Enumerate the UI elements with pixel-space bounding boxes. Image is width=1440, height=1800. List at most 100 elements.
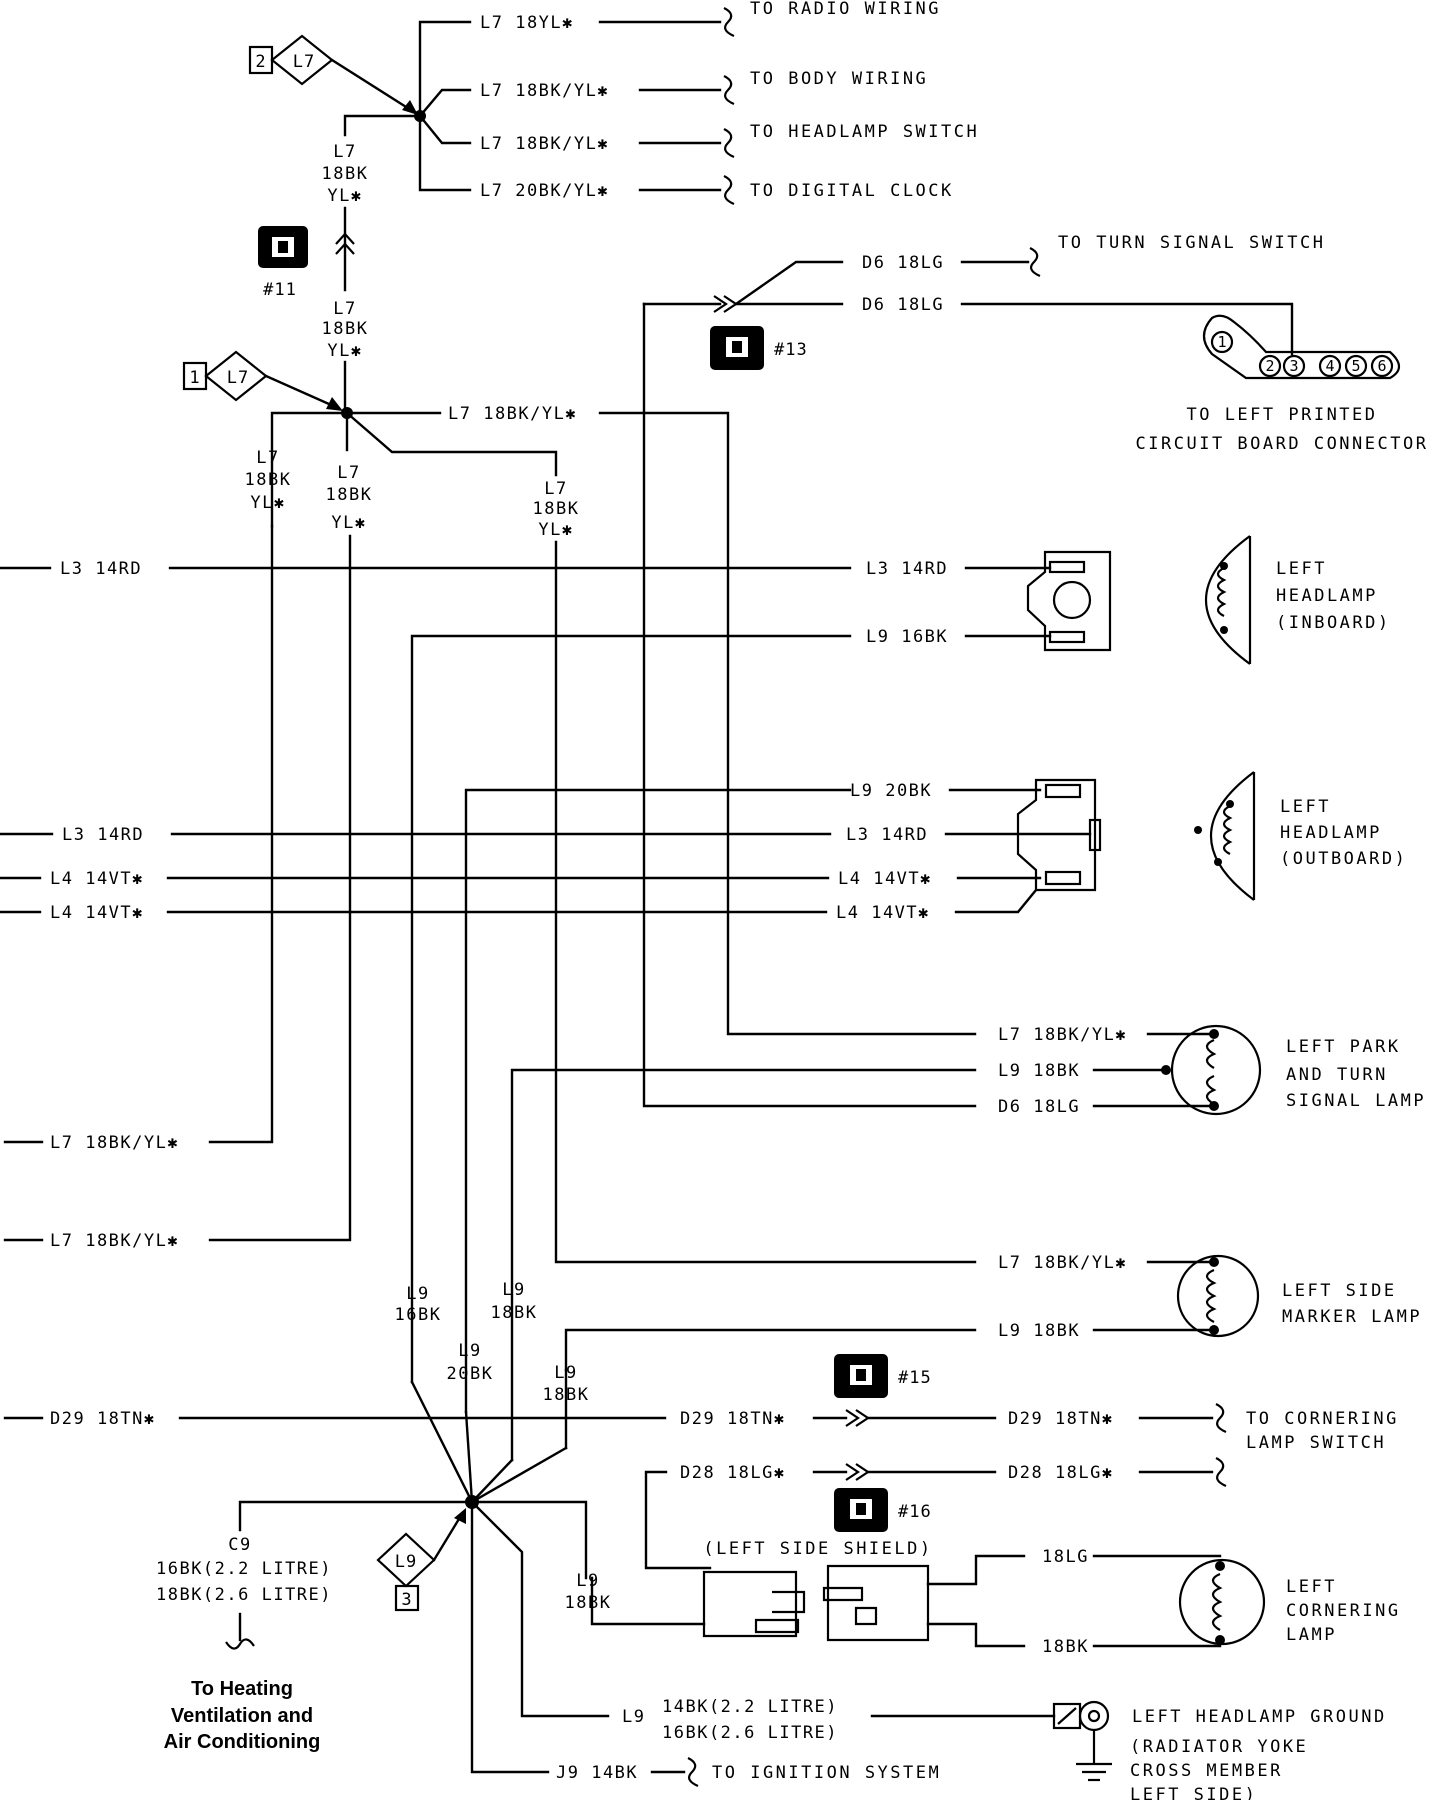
wire-hub-j9 xyxy=(470,1500,550,1774)
wire-d6-to-park xyxy=(642,302,977,1108)
connector-15-label: #15 xyxy=(898,1368,932,1388)
inboard-terminal-dot-1 xyxy=(1220,562,1228,570)
outboard-headlamp-connector xyxy=(1016,778,1102,892)
pcb-pin-1-label: 1 xyxy=(1217,333,1226,351)
outboard-connector-body xyxy=(1016,778,1097,892)
label-v-l9b2: 18BK xyxy=(491,1303,538,1323)
label-drop-a1: L7 xyxy=(256,448,279,468)
outboard-terminal-dot-1 xyxy=(1226,800,1234,808)
inboard-label-2: HEADLAMP xyxy=(1276,586,1378,606)
wire-d6-turn-branch xyxy=(734,260,844,306)
splice-2-arrowhead xyxy=(402,100,418,115)
left-headlamp-outboard: LEFT HEADLAMP (OUTBOARD) xyxy=(1194,771,1407,901)
label-left-l7b: L7 18BK/YL✱ xyxy=(50,1231,179,1251)
label-j9: J9 14BK xyxy=(556,1763,638,1783)
park-label-2: AND TURN xyxy=(1286,1065,1388,1085)
label-l3-left2: L3 14RD xyxy=(62,825,144,845)
left-park-turn-lamp: LEFT PARK AND TURN SIGNAL LAMP xyxy=(1161,1024,1426,1116)
pcb-pin-4-label: 4 xyxy=(1325,357,1334,375)
dest-hvac-3: Air Conditioning xyxy=(164,1731,321,1753)
label-park-l7: L7 18BK/YL✱ xyxy=(998,1025,1127,1045)
label-d29-right: D29 18TN✱ xyxy=(1008,1409,1114,1429)
break-d28-icon xyxy=(1215,1457,1227,1488)
label-drop-b1: L7 xyxy=(337,463,360,483)
label-l9-18bk-v1: L9 xyxy=(576,1571,599,1591)
pcb-connector-outline xyxy=(1202,314,1401,380)
cornering-terminal-2 xyxy=(1215,1635,1225,1645)
wire-l9-inboard xyxy=(410,634,852,1384)
inboard-terminal-2 xyxy=(1048,630,1086,644)
park-filament-2-icon xyxy=(1205,1074,1217,1105)
park-terminal-1 xyxy=(1209,1029,1219,1039)
splice-1-group: 1 L7 xyxy=(182,350,343,411)
connector-16-label: #16 xyxy=(898,1502,932,1522)
wire-d28-left xyxy=(644,1470,712,1570)
label-mid-v2: 18BK xyxy=(322,319,369,339)
wire-radio-branch xyxy=(418,20,472,118)
label-d6-turn: D6 18LG xyxy=(862,253,944,273)
label-l3-inboard: L3 14RD xyxy=(866,559,948,579)
break-ignition-icon xyxy=(687,1757,699,1788)
label-drop-a3: YL✱ xyxy=(250,493,285,513)
wire-drop-b-long xyxy=(208,534,352,1242)
ground-label-3: CROSS MEMBER xyxy=(1130,1761,1283,1781)
label-park-d6: D6 18LG xyxy=(998,1097,1080,1117)
label-l3-left1: L3 14RD xyxy=(60,559,142,579)
label-c9-1: C9 xyxy=(228,1535,251,1555)
label-headlamp-sw-wire: L7 18BK/YL✱ xyxy=(480,134,609,154)
label-ground-l9: L9 xyxy=(622,1707,645,1727)
park-label-1: LEFT PARK xyxy=(1286,1037,1401,1057)
pcb-pin-5 xyxy=(1344,354,1368,378)
inboard-terminal-dot-2 xyxy=(1220,626,1228,634)
label-corner-bk: 18BK xyxy=(1042,1637,1089,1657)
park-terminal-2 xyxy=(1161,1065,1171,1075)
wire-l9-to-shield xyxy=(590,1576,706,1626)
shield-right-body xyxy=(826,1564,930,1642)
label-drop-c3: YL✱ xyxy=(538,520,573,540)
label-c9-3: 18BK(2.6 LITRE) xyxy=(156,1585,332,1605)
dest-headlamp-switch: TO HEADLAMP SWITCH xyxy=(750,122,979,142)
label-l4-left2: L4 14VT✱ xyxy=(50,903,144,923)
pcb-pin-4 xyxy=(1318,354,1342,378)
left-headlamp-inboard: LEFT HEADLAMP (INBOARD) xyxy=(1204,535,1388,665)
label-l9-18bk-v2: 18BK xyxy=(565,1593,612,1613)
label-drop-b3: YL✱ xyxy=(331,513,366,533)
splice-3-group: L9 3 xyxy=(376,1508,466,1612)
wire-hub-l9d xyxy=(470,1446,568,1504)
wire-drop-c xyxy=(345,411,558,477)
splice-3-code: L9 xyxy=(395,1552,417,1572)
connector-16: #16 xyxy=(834,1488,932,1532)
shield-right-pin xyxy=(822,1586,864,1602)
dest-pcb-line1: TO LEFT PRINTED xyxy=(1186,405,1377,425)
pcb-pin-3 xyxy=(1282,354,1306,378)
pcb-pin-6-label: 6 xyxy=(1377,357,1386,375)
label-l4-outboard-2: L4 14VT✱ xyxy=(836,903,930,923)
splice-2-code: L7 xyxy=(293,52,315,72)
park-lamp-body xyxy=(1170,1024,1262,1116)
label-d29-left: D29 18TN✱ xyxy=(50,1409,156,1429)
label-drop-c2: 18BK xyxy=(533,499,580,519)
splice-2-group: 2 L7 xyxy=(248,34,418,115)
wire-headlamp-sw-branch xyxy=(418,114,472,145)
shield-label: (LEFT SIDE SHIELD) xyxy=(703,1539,932,1559)
connector-11-chevrons xyxy=(335,232,355,255)
break-clock-icon xyxy=(723,175,735,206)
wire-corner-lg xyxy=(926,1554,1026,1586)
park-label-3: SIGNAL LAMP xyxy=(1286,1091,1426,1111)
wire-clock-branch xyxy=(418,114,472,192)
dest-radio: TO RADIO WIRING xyxy=(750,0,941,19)
label-ground-1: 14BK(2.2 LITRE) xyxy=(662,1697,838,1717)
marker-filament-icon xyxy=(1205,1268,1217,1323)
outboard-terminal-3 xyxy=(1044,870,1082,886)
label-drop-b2: 18BK xyxy=(326,485,373,505)
cornering-label-3: LAMP xyxy=(1286,1625,1337,1645)
marker-label-1: LEFT SIDE xyxy=(1282,1281,1397,1301)
connector-16-pin xyxy=(856,1503,866,1515)
inboard-connector-body xyxy=(1026,550,1112,652)
label-l3-outboard: L3 14RD xyxy=(846,825,928,845)
label-l4-outboard-1: L4 14VT✱ xyxy=(838,869,932,889)
outboard-label-3: (OUTBOARD) xyxy=(1280,849,1407,869)
connector-15-chevrons xyxy=(845,1409,870,1427)
label-d29-mid: D29 18TN✱ xyxy=(680,1409,786,1429)
